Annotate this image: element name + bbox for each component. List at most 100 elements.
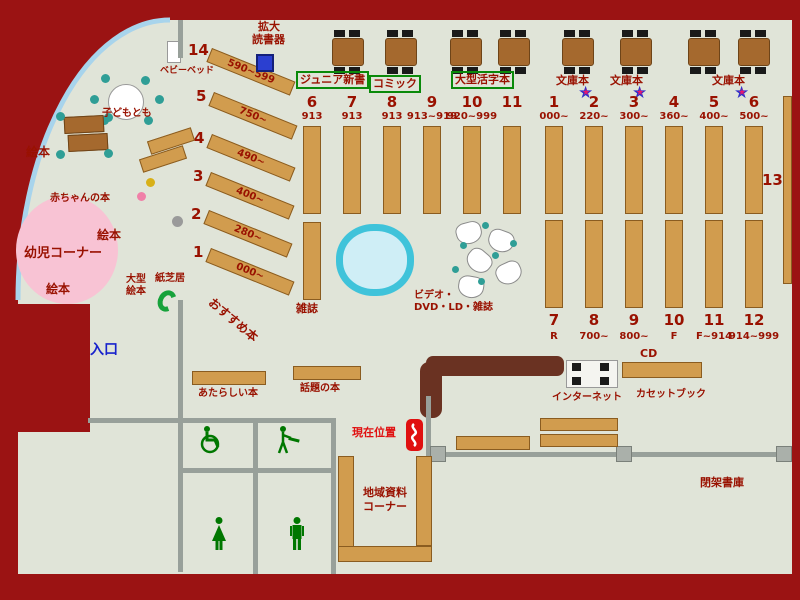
reading-table: [385, 30, 417, 74]
current-location-marker: [406, 419, 423, 451]
baby-bed-label: ベビーベッド: [160, 66, 215, 76]
magnifier-device: [256, 54, 274, 72]
video-label-line1: ビデオ・: [414, 290, 454, 301]
reading-table: [620, 30, 652, 74]
section-bunko-label: 文庫本: [712, 74, 745, 87]
cd-label: CD: [640, 347, 658, 360]
magnifier-label-line2: 読書器: [252, 33, 285, 46]
local-corner-shelf: [416, 456, 432, 546]
chair-dot: [56, 112, 65, 121]
shelf-number: 12: [743, 311, 765, 329]
shelf-number: 7: [548, 311, 560, 329]
chair-dot: [478, 278, 485, 285]
shelf-number: 11: [703, 311, 725, 329]
bookshelf: [456, 436, 530, 450]
shelf-number: 3: [628, 93, 640, 111]
internet-label: インターネット: [552, 392, 622, 403]
bookshelf: [540, 418, 618, 431]
infant-corner-zone: [16, 196, 118, 304]
chair-dot: [492, 252, 499, 259]
bookshelf: [665, 126, 683, 214]
chair-dot: [101, 74, 110, 83]
wall: [426, 396, 431, 458]
shelf-number: 4: [194, 129, 205, 147]
shelf-range: 220~: [579, 111, 609, 122]
bookshelf: [383, 126, 401, 214]
cassette-shelf: [622, 362, 702, 378]
shelf-number: 8: [386, 93, 398, 111]
reading-table: [562, 30, 594, 74]
shelf-number: 2: [588, 93, 600, 111]
shelf-number: 13: [762, 171, 783, 189]
bookshelf: [745, 126, 763, 214]
magnifier-label-line1: 拡大: [258, 20, 280, 33]
section-junior-label: ジュニア新書: [300, 73, 366, 86]
reading-table: [450, 30, 482, 74]
pillar: [616, 446, 632, 462]
shelf-range: F: [670, 331, 678, 342]
shelf-range: 360~: [659, 111, 689, 122]
large-picture-books-label: 大型絵本: [126, 274, 146, 297]
internet-seat: [572, 377, 581, 385]
reading-couch: [336, 224, 414, 296]
shelf-number: 2: [191, 205, 202, 223]
section-junior: ジュニア新書: [296, 71, 370, 89]
shelf-range: 920~999: [446, 111, 498, 122]
section-comic-label: コミック: [373, 77, 417, 90]
magazines-label: 雑誌: [296, 302, 318, 315]
new-books-label: あたらしい本: [198, 388, 258, 399]
new-books-shelf: [192, 371, 266, 385]
shelf-range: 000~: [539, 111, 569, 122]
shelf-range: 500~: [739, 111, 769, 122]
shelf-number: 1: [548, 93, 560, 111]
shelf-number: 5: [196, 87, 207, 105]
chair-dot: [482, 222, 489, 229]
magazine-shelf: [303, 222, 321, 300]
wall-shelf-13: [783, 96, 792, 284]
bookshelf: [343, 126, 361, 214]
kamishibai-label: 紙芝居: [155, 273, 185, 284]
bookshelf: [585, 126, 603, 214]
topic-books-shelf: [293, 366, 361, 380]
wall: [253, 470, 258, 574]
man-toilet-icon: [290, 517, 304, 550]
kids-table: [67, 132, 109, 153]
shelf-number: 1: [193, 243, 204, 261]
shelf-number: 10: [663, 311, 685, 329]
local-corner-label-line1: 地域資料: [363, 486, 407, 499]
chair-dot: [141, 76, 150, 85]
wall: [88, 418, 336, 423]
stool-dot: [146, 178, 155, 187]
shelf-number: 8: [588, 311, 600, 329]
wheelchair-icon: [200, 426, 220, 454]
bookshelf: [540, 434, 618, 447]
shelf-range: 300~: [619, 111, 649, 122]
shelf-number: 6: [306, 93, 318, 111]
shelf-number: 9: [628, 311, 640, 329]
service-counter: [426, 356, 564, 376]
bookshelf: [463, 126, 481, 214]
closed-stacks-label: 閉架書庫: [700, 476, 744, 489]
entrance-label: 入口: [90, 342, 118, 358]
internet-seat: [600, 377, 609, 385]
baby-care-icon: [277, 426, 300, 454]
kodomo-tomo-label: 子どもとも: [102, 108, 152, 119]
shelf-range: 913: [341, 111, 363, 122]
reading-table: [688, 30, 720, 74]
shelf-number: 10: [461, 93, 483, 111]
infant-corner-label: 幼児コーナー: [24, 246, 103, 261]
bookshelf: [625, 220, 643, 308]
wall: [178, 300, 183, 572]
chair-dot: [155, 95, 164, 104]
bookshelf: [585, 220, 603, 308]
shelf-number: 7: [346, 93, 358, 111]
picture-books-label: 絵本: [26, 145, 51, 159]
chair-dot: [460, 242, 467, 249]
shelf-range: R: [550, 331, 558, 342]
shelf-number: 5: [708, 93, 720, 111]
entrance-outside-block: [0, 304, 90, 432]
round-table: [108, 84, 144, 120]
internet-seat: [600, 363, 609, 371]
kids-table: [63, 114, 105, 135]
baby-books-label: 赤ちゃんの本: [50, 193, 110, 204]
